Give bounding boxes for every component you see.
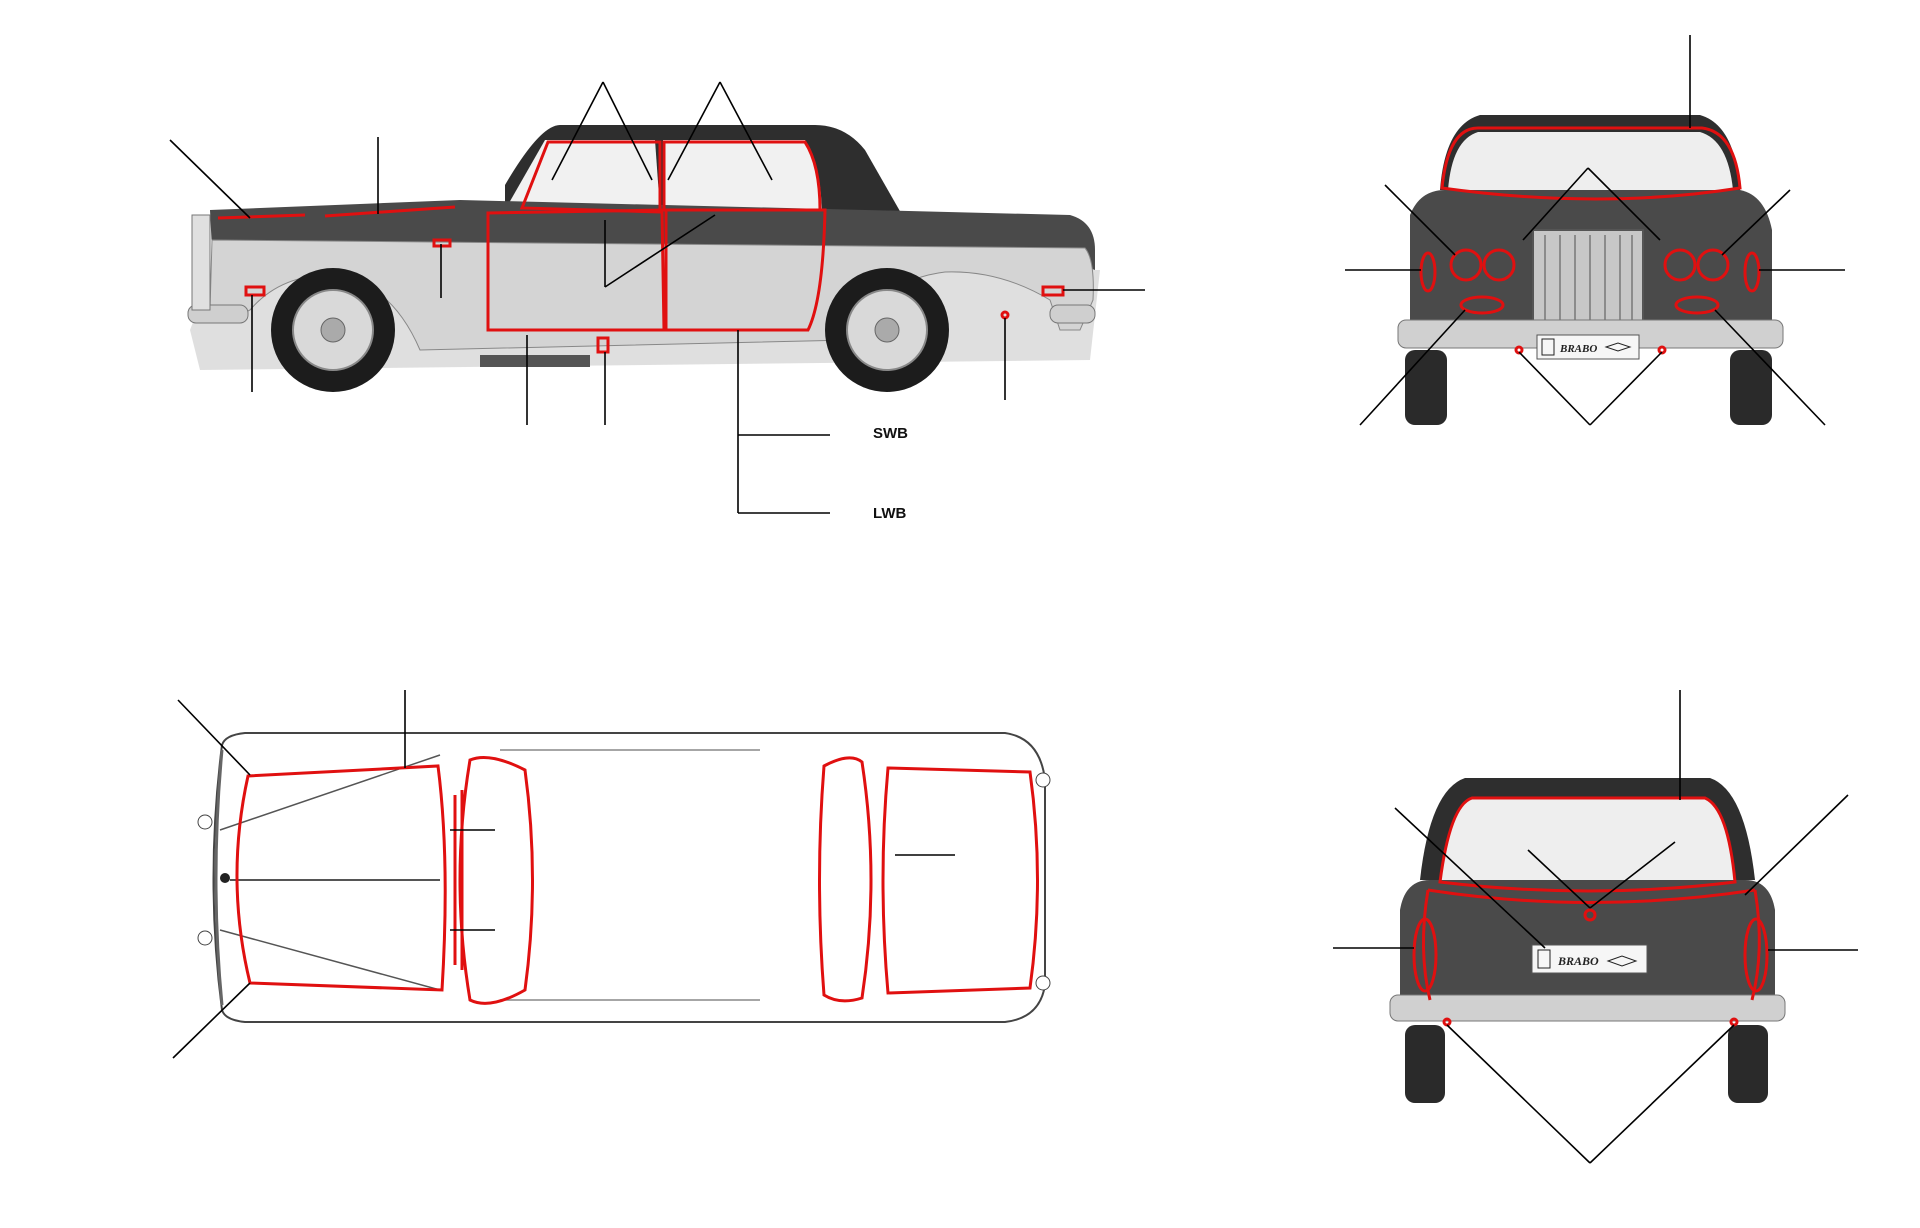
top-body-outline (212, 732, 1046, 1023)
rear-bumper (1389, 994, 1786, 1022)
front-leader-lines (1345, 35, 1845, 426)
front-view: BRABO (1345, 35, 1845, 426)
rear-bumper-side (1049, 304, 1096, 324)
side-upper-body (210, 200, 1095, 270)
rear-leader-lines (1333, 690, 1858, 1164)
lwb-label: LWB (873, 505, 907, 522)
top-seal-outlines (235, 756, 1039, 1005)
front-plate-text: BRABO (1559, 343, 1597, 355)
side-leader-lines (169, 81, 1145, 514)
top-view (172, 690, 1051, 1059)
rear-body (1400, 880, 1775, 1005)
top-leader-lines (172, 690, 955, 1059)
bentley-wings-icon (1606, 955, 1638, 967)
rolls-royce-badge-icon (1537, 949, 1551, 969)
front-seal-outlines (1419, 126, 1761, 355)
rear-view: BRABO (1333, 690, 1858, 1164)
side-seal-outlines (217, 140, 1065, 354)
bentley-wings-icon (1604, 342, 1632, 352)
side-view (169, 81, 1145, 514)
swb-label: SWB (873, 425, 908, 442)
front-grille (1532, 229, 1644, 331)
front-wheel (271, 268, 395, 392)
rear-seal-outlines (1412, 796, 1769, 1027)
rolls-royce-badge-icon (1541, 338, 1555, 356)
front-license-plate: BRABO (1536, 334, 1640, 360)
rear-license-plate: BRABO (1531, 944, 1648, 974)
rear-wheel (825, 268, 949, 392)
rear-plate-text: BRABO (1557, 954, 1599, 968)
